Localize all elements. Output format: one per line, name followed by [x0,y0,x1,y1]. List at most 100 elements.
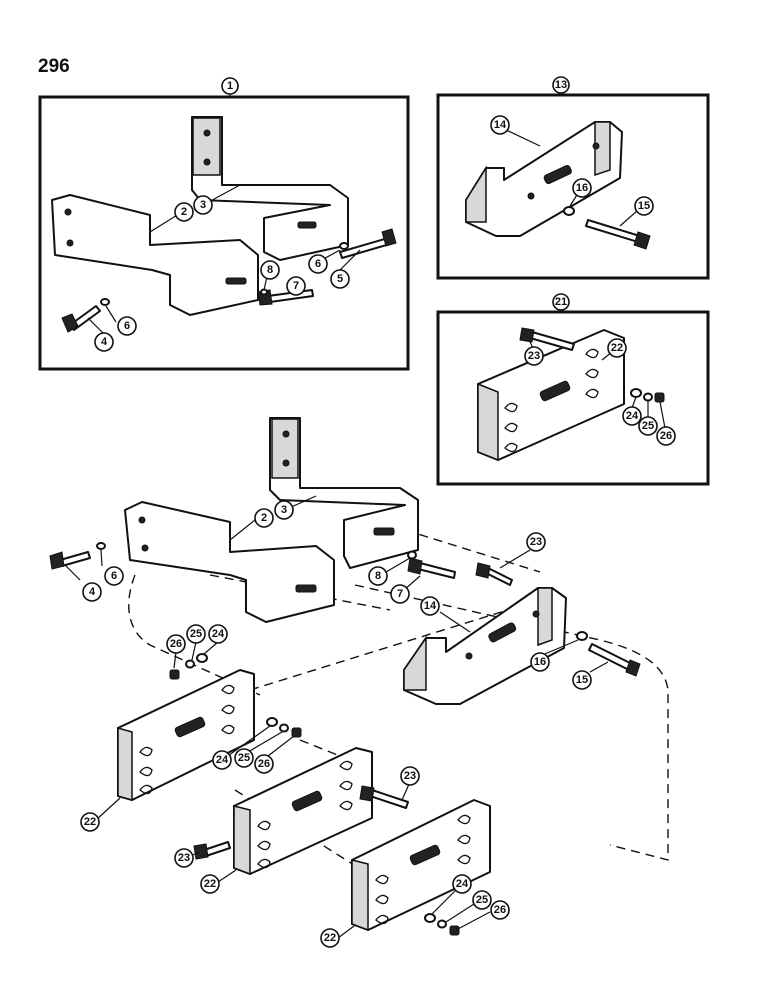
callout-24-main-c: 24 [452,874,472,894]
callout-6-kit-b: 6 [308,254,328,274]
callout-22-main-a: 22 [80,812,100,832]
callout-8-kit: 8 [260,260,280,280]
callout-23-main-top: 23 [526,532,546,552]
callout-24-kit: 24 [622,406,642,426]
callout-25-main-b: 25 [234,748,254,768]
svg-text:26: 26 [170,638,182,650]
callout-24-main-b: 24 [212,750,232,770]
svg-text:24: 24 [212,628,225,640]
svg-text:14: 14 [424,600,437,612]
svg-text:8: 8 [267,264,273,276]
weight-14-small [465,121,623,237]
callout-25-main-c: 25 [472,890,492,910]
svg-text:25: 25 [190,628,202,640]
bracket-2-main [124,501,335,623]
callout-26-kit: 26 [656,426,676,446]
callout-16-main: 16 [530,652,550,672]
callout-21: 21 [552,293,570,311]
callout-7-kit: 7 [286,276,306,296]
callout-3-main: 3 [274,500,294,520]
svg-text:22: 22 [84,816,96,828]
callout-3-kit: 3 [193,195,213,215]
svg-text:22: 22 [611,342,623,354]
svg-text:23: 23 [178,852,190,864]
callout-26-main-b: 26 [254,754,274,774]
callout-24-main-a: 24 [208,624,228,644]
svg-text:26: 26 [494,904,506,916]
callout-7-main: 7 [390,584,410,604]
hardware-main-brackets [49,542,513,586]
hardware-kit-13 [563,206,651,250]
plate-slots-small [504,348,599,453]
callout-6-kit-a: 6 [117,316,137,336]
callout-2-kit: 2 [174,202,194,222]
svg-text:5: 5 [337,273,343,285]
callout-13: 13 [552,76,570,94]
svg-text:23: 23 [404,770,416,782]
callout-23-main-right: 23 [400,766,420,786]
svg-text:14: 14 [494,119,507,131]
page-number: 296 [38,56,70,77]
svg-text:6: 6 [315,258,321,270]
callout-16-kit: 16 [572,178,592,198]
hardware-main-plates [169,653,460,936]
callout-25-kit: 25 [638,416,658,436]
callout-14-kit: 14 [490,115,510,135]
panel-kit-21 [436,309,710,486]
hardware-kit-1 [61,228,397,333]
callout-2-main: 2 [254,508,274,528]
svg-text:25: 25 [238,752,250,764]
svg-text:25: 25 [642,420,654,432]
svg-text:7: 7 [293,280,299,292]
panel-frame-21 [436,310,710,486]
svg-text:24: 24 [216,754,229,766]
weight-plate-22-a [117,669,255,801]
callout-23-kit: 23 [524,346,544,366]
svg-text:2: 2 [181,206,187,218]
callout-4-kit: 4 [94,332,114,352]
weight-plate-22-c [351,799,491,932]
panel-frame-13 [436,93,710,280]
callout-23-main-left: 23 [174,848,194,868]
callout-5-kit: 5 [330,269,350,289]
svg-text:23: 23 [528,350,540,362]
svg-text:23: 23 [530,536,542,548]
svg-text:4: 4 [101,336,108,348]
bracket-3-main [269,417,419,569]
svg-text:4: 4 [89,586,96,598]
svg-text:22: 22 [204,878,216,890]
callout-25-main-a: 25 [186,624,206,644]
callout-15-main: 15 [572,670,592,690]
svg-text:6: 6 [111,570,117,582]
svg-text:15: 15 [638,200,650,212]
callout-15-kit: 15 [634,196,654,216]
callout-8-main: 8 [368,566,388,586]
bracket-3 [191,116,349,261]
callout-26-main-a: 26 [166,634,186,654]
main-assembly [49,417,669,939]
svg-text:22: 22 [324,932,336,944]
callout-26-main-c: 26 [490,900,510,920]
svg-text:3: 3 [200,199,206,211]
panel-kit-1 [38,94,410,371]
weight-plate-22-small [477,329,625,462]
callout-22-main-c: 22 [320,928,340,948]
bracket-2 [51,194,259,316]
svg-text:16: 16 [534,656,546,668]
svg-text:8: 8 [375,570,381,582]
svg-text:21: 21 [555,296,567,308]
svg-text:3: 3 [281,504,287,516]
weight-plate-22-b [233,747,373,876]
svg-text:24: 24 [626,410,639,422]
svg-text:26: 26 [258,758,270,770]
panel-kit-13 [436,92,710,280]
svg-text:24: 24 [456,878,469,890]
svg-text:7: 7 [397,588,403,600]
svg-text:26: 26 [660,430,672,442]
hardware-main-14 [576,631,641,677]
callout-22-main-b: 22 [200,874,220,894]
svg-text:13: 13 [555,79,567,91]
svg-text:16: 16 [576,182,588,194]
svg-text:15: 15 [576,674,588,686]
